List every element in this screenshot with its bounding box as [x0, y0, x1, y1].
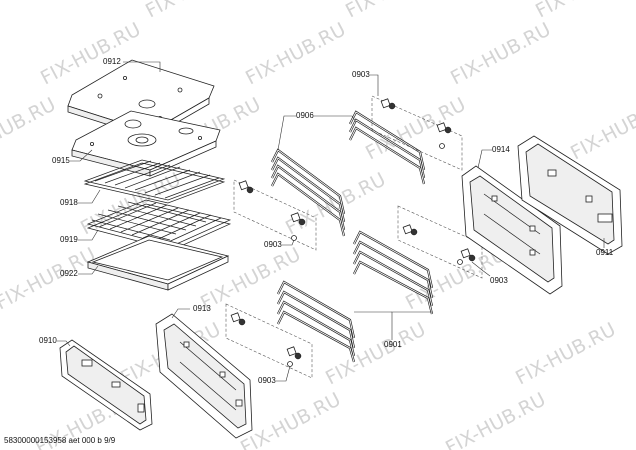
callout-label: 0912 — [103, 57, 121, 66]
fan-cover-panel — [71, 110, 221, 177]
callout-label: 0903 — [258, 376, 276, 385]
callout-label: 0911 — [596, 248, 614, 257]
rail-clips-upper-right — [371, 95, 463, 171]
callout-0915: 0915 — [52, 149, 93, 165]
callout-0903-right: 0903 — [471, 261, 508, 285]
watermark-text: FIX-HUB.RU — [0, 243, 99, 314]
callout-label: 0922 — [60, 269, 78, 278]
side-panel-left-front — [155, 313, 253, 439]
callout-label: 0903 — [352, 70, 370, 79]
side-rail-left-upper — [271, 148, 346, 237]
callout-label: 0914 — [492, 145, 510, 154]
side-rail-left-lower — [277, 280, 356, 363]
side-panel-right-front — [461, 165, 563, 295]
wire-rack-upper — [83, 159, 226, 204]
watermark-text: FIX-HUB.RU — [0, 93, 59, 164]
rail-clips-lower-left — [225, 303, 313, 379]
callout-0901: 0901 — [354, 311, 432, 349]
callout-0914: 0914 — [477, 145, 510, 169]
callout-label: 0918 — [60, 198, 78, 207]
callout-0918: 0918 — [60, 189, 101, 207]
watermark-text: FIX-HUB.RU — [322, 318, 429, 389]
callout-label: 0903 — [490, 276, 508, 285]
baking-tray — [86, 235, 230, 291]
callout-label: 0901 — [384, 340, 402, 349]
callout-0903-top: 0903 — [352, 70, 379, 96]
watermark-text: FIX-HUB.RU — [447, 18, 554, 89]
callout-0919: 0919 — [60, 229, 99, 244]
watermark-text: FIX-HUB.RU — [342, 0, 449, 22]
watermark-text: FIX-HUB.RU — [237, 388, 344, 450]
watermark-text: FIX-HUB.RU — [362, 93, 469, 164]
callout-0906: 0906 — [277, 111, 357, 151]
side-rail-right-lower — [353, 230, 434, 315]
watermark-text: FIX-HUB.RU — [532, 0, 636, 22]
callout-0903-mid-left: 0903 — [264, 239, 295, 249]
callout-0911: 0911 — [596, 238, 614, 257]
callout-0922: 0922 — [60, 265, 99, 278]
callout-0912: 0912 — [103, 57, 161, 72]
callout-label: 0910 — [39, 336, 57, 345]
watermark-text: FIX-HUB.RU — [282, 168, 389, 239]
rail-clips-lower-right — [397, 205, 483, 279]
callout-label: 0906 — [296, 111, 314, 120]
callout-label: 0919 — [60, 235, 78, 244]
document-reference: 58300000153958 aet 000 b 9/9 — [4, 436, 116, 445]
watermark-text: FIX-HUB.RU — [142, 0, 249, 22]
callout-label: 0915 — [52, 156, 70, 165]
callout-0903-bottom: 0903 — [258, 365, 291, 385]
side-panel-right-rear — [517, 135, 623, 255]
callout-label: 0913 — [193, 304, 211, 313]
watermark-text: FIX-HUB.RU — [442, 388, 549, 450]
callout-label: 0903 — [264, 240, 282, 249]
watermark-text: FIX-HUB.RU — [242, 18, 349, 89]
callout-0910: 0910 — [39, 336, 71, 347]
callout-0913: 0913 — [171, 304, 211, 319]
watermark-text: FIX-HUB.RU — [512, 318, 619, 389]
watermark-text: FIX-HUB.RU — [567, 93, 636, 164]
side-panel-left-rear — [59, 339, 153, 431]
